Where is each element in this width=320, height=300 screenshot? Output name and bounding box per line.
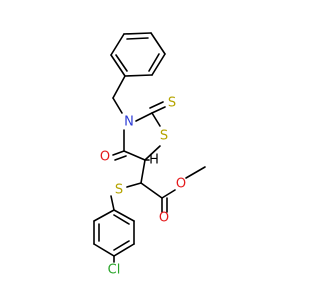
bond — [112, 97, 123, 114]
bond — [93, 243, 115, 257]
bond — [123, 32, 152, 35]
bond — [150, 32, 166, 55]
bond — [151, 106, 166, 114]
bond-inner — [126, 37, 149, 40]
bond — [124, 74, 153, 77]
bond — [93, 209, 115, 222]
bond — [112, 150, 125, 156]
bond-inner — [113, 240, 130, 251]
atom-n3: N — [124, 115, 134, 130]
bond-inner — [115, 54, 128, 72]
atom-o4: O — [100, 150, 110, 165]
atom-sthio: S — [115, 183, 123, 198]
atom-ocarbonyl: O — [159, 211, 169, 226]
bond — [140, 182, 163, 199]
molecule-diagram: N O S S S H O O Cl — [93, 32, 206, 278]
bond — [151, 53, 166, 76]
bond — [112, 75, 126, 99]
bond — [110, 54, 126, 77]
bond — [135, 112, 153, 122]
bond — [185, 166, 206, 179]
bond — [151, 112, 161, 127]
atom-s1: S — [160, 129, 168, 144]
bond-inner — [148, 53, 160, 72]
atom-h5: H — [149, 153, 159, 168]
bond — [113, 209, 135, 222]
bond — [110, 33, 125, 56]
bond — [161, 189, 176, 199]
atom-oester: O — [176, 177, 186, 192]
atom-s2thione: S — [168, 96, 176, 111]
bond — [144, 145, 161, 161]
bond — [149, 101, 164, 109]
bond — [126, 182, 142, 188]
bond — [123, 150, 146, 161]
atom-cl: Cl — [108, 263, 121, 278]
bond — [110, 195, 115, 211]
bond — [114, 155, 127, 161]
bond-inner — [113, 214, 130, 225]
bond — [140, 159, 146, 184]
bond — [113, 243, 135, 257]
structure-drawing: N O S S S H O O Cl — [93, 32, 206, 278]
